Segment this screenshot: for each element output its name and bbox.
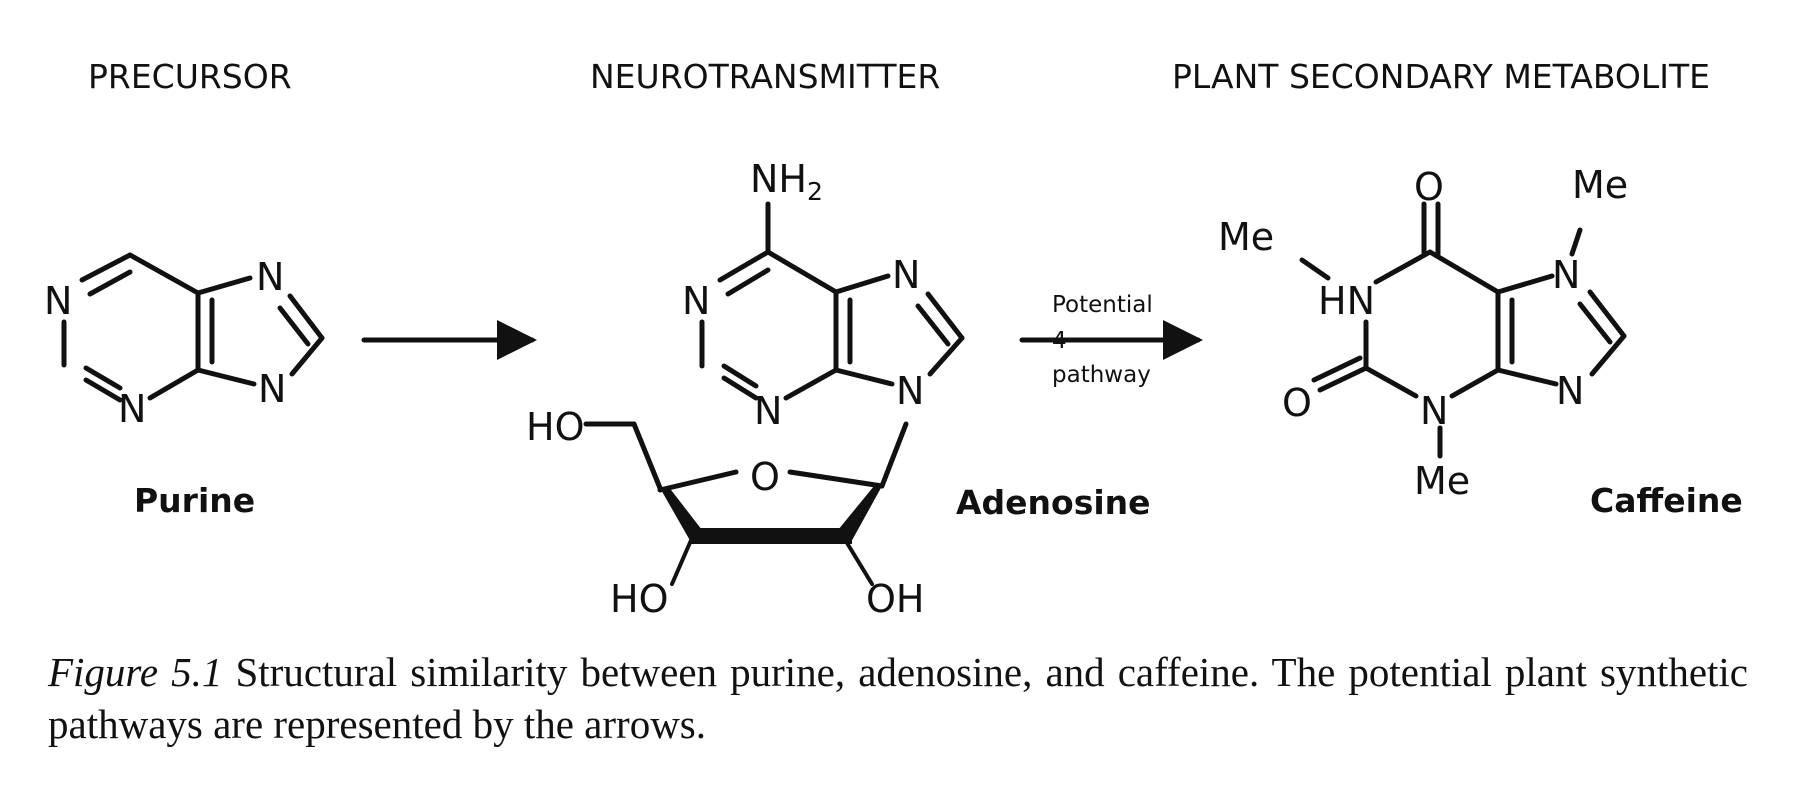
caffeine-bonds	[1299, 201, 1627, 459]
caffeine-atom-n3: N	[1420, 389, 1448, 433]
adenosine-atom-o-ring: O	[750, 455, 780, 499]
adenosine-atom-n3: N	[754, 389, 782, 433]
arrow-label-potential: Potential	[1052, 292, 1153, 318]
purine-name: Purine	[134, 481, 255, 520]
caffeine-name: Caffeine	[1590, 481, 1743, 520]
diagram-canvas: PRECURSOR NEUROTRANSMITTER PLANT SECONDA…	[44, 57, 1743, 621]
adenosine-bonds	[583, 201, 965, 586]
adenosine-structure: NH2 N N N N HO O HO OH Adenosine	[526, 157, 1151, 621]
adenosine-name: Adenosine	[956, 483, 1151, 522]
adenosine-atom-n1: N	[682, 279, 710, 323]
ribose-bold-bond	[690, 528, 852, 544]
caffeine-atom-me-top: Me	[1572, 163, 1628, 207]
figure-caption-label: Figure 5.1	[48, 649, 223, 695]
adenosine-atom-oh-bottom: OH	[866, 577, 924, 621]
header-metabolite: PLANT SECONDARY METABOLITE	[1172, 57, 1710, 96]
adenosine-atom-ho-top: HO	[526, 405, 584, 449]
caffeine-atom-me-bottom: Me	[1414, 459, 1470, 503]
adenosine-atom-n9: N	[896, 369, 924, 413]
arrow-label-mark: 4	[1052, 328, 1067, 354]
caffeine-atom-n9: N	[1556, 369, 1584, 413]
figure-caption: Figure 5.1 Structural similarity between…	[48, 646, 1748, 750]
purine-atom-n3: N	[118, 387, 146, 431]
caffeine-atom-n7: N	[1552, 253, 1580, 297]
purine-bonds	[61, 252, 325, 403]
arrow-label-pathway: pathway	[1052, 362, 1151, 388]
caffeine-structure: O Me Me HN N N O N Me Caffeine	[1218, 163, 1743, 520]
figure-caption-text: Structural similarity between purine, ad…	[48, 649, 1748, 747]
purine-atom-n7: N	[256, 255, 284, 299]
caffeine-atom-o-left: O	[1282, 381, 1312, 425]
adenosine-atom-nh2: NH2	[750, 157, 823, 206]
purine-structure: N N N N Purine	[44, 252, 325, 520]
purine-atom-n9: N	[258, 367, 286, 411]
purine-atom-n1: N	[44, 279, 72, 323]
caffeine-atom-me-left: Me	[1218, 215, 1274, 259]
adenosine-atom-ho-bottom: HO	[610, 577, 668, 621]
adenosine-atom-n7: N	[892, 253, 920, 297]
caffeine-atom-o-top: O	[1414, 165, 1444, 209]
header-neurotransmitter: NEUROTRANSMITTER	[590, 57, 940, 96]
caffeine-atom-hn: HN	[1318, 279, 1375, 323]
header-precursor: PRECURSOR	[88, 57, 292, 96]
